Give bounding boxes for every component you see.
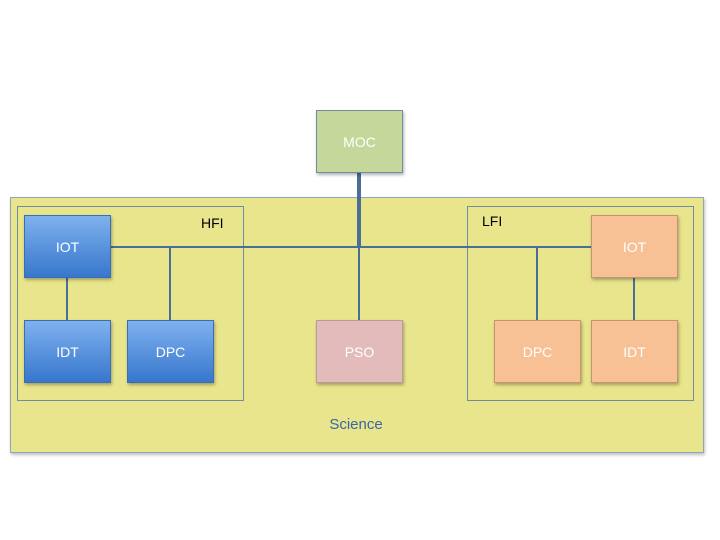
hfi-iot-label: IOT: [55, 238, 80, 255]
hfi-idt-node[interactable]: IDT: [24, 320, 111, 383]
lfi-idt-label: IDT: [623, 343, 646, 360]
lfi-group: [467, 206, 694, 401]
moc-node[interactable]: MOC: [316, 110, 403, 173]
moc-connector: [357, 173, 361, 248]
main-bus-line: [110, 246, 592, 248]
lfi-idt-node[interactable]: IDT: [591, 320, 678, 383]
lfi-dpc-label: DPC: [522, 343, 553, 360]
science-label: Science: [329, 416, 383, 433]
hfi-iot-node[interactable]: IOT: [24, 215, 111, 278]
pso-label: PSO: [344, 343, 375, 360]
hfi-iot-idt-connector: [66, 278, 68, 321]
hfi-idt-label: IDT: [56, 343, 79, 360]
hfi-dpc-label: DPC: [155, 343, 186, 360]
lfi-dpc-connector: [536, 246, 538, 321]
pso-connector: [358, 246, 360, 321]
hfi-dpc-connector: [169, 246, 171, 321]
lfi-iot-node[interactable]: IOT: [591, 215, 678, 278]
lfi-iot-label: IOT: [622, 238, 647, 255]
moc-label: MOC: [343, 133, 376, 150]
pso-node[interactable]: PSO: [316, 320, 403, 383]
lfi-label: LFI: [482, 213, 503, 229]
hfi-label: HFI: [201, 215, 224, 231]
lfi-iot-idt-connector: [633, 278, 635, 321]
lfi-dpc-node[interactable]: DPC: [494, 320, 581, 383]
hfi-group: [17, 206, 244, 401]
hfi-dpc-node[interactable]: DPC: [127, 320, 214, 383]
